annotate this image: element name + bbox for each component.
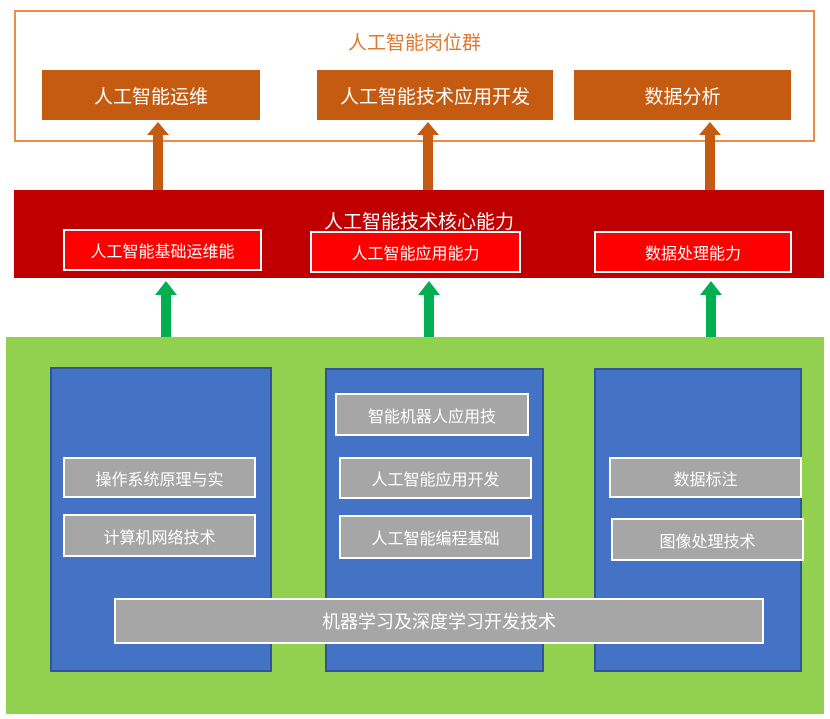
course-ai-programming: 人工智能编程基础 <box>339 515 532 559</box>
arrow-up-icon <box>417 122 439 135</box>
course-ai-app-dev: 人工智能应用开发 <box>339 457 532 499</box>
course-os-principles: 操作系统原理与实 <box>63 457 256 498</box>
course-image-processing: 图像处理技术 <box>611 518 804 561</box>
course-computer-network: 计算机网络技术 <box>63 514 256 557</box>
arrow-shaft <box>161 294 171 350</box>
arrow-shaft <box>423 134 433 190</box>
ability-basic-operations: 人工智能基础运维能 <box>63 229 262 271</box>
arrow-up-icon <box>155 281 177 295</box>
core-ability-title: 人工智能技术核心能力 <box>323 210 514 233</box>
arrow-up-icon <box>699 122 721 135</box>
job-ai-application-dev: 人工智能技术应用开发 <box>317 70 553 120</box>
arrow-shaft <box>424 294 434 350</box>
arrow-shaft <box>153 134 163 190</box>
course-ml-deep-learning: 机器学习及深度学习开发技术 <box>114 598 764 644</box>
job-data-analysis: 数据分析 <box>574 70 791 120</box>
arrow-shaft <box>706 294 716 350</box>
ability-data-processing: 数据处理能力 <box>594 231 792 273</box>
job-ai-operations: 人工智能运维 <box>42 70 260 120</box>
arrow-up-icon <box>147 122 169 135</box>
course-data-labeling: 数据标注 <box>609 457 802 498</box>
arrow-up-icon <box>418 281 440 295</box>
ability-ai-application: 人工智能应用能力 <box>310 231 521 273</box>
job-group-title: 人工智能岗位群 <box>347 31 481 54</box>
arrow-up-icon <box>700 281 722 295</box>
arrow-shaft <box>705 134 715 190</box>
course-intelligent-robot: 智能机器人应用技 <box>335 393 529 436</box>
